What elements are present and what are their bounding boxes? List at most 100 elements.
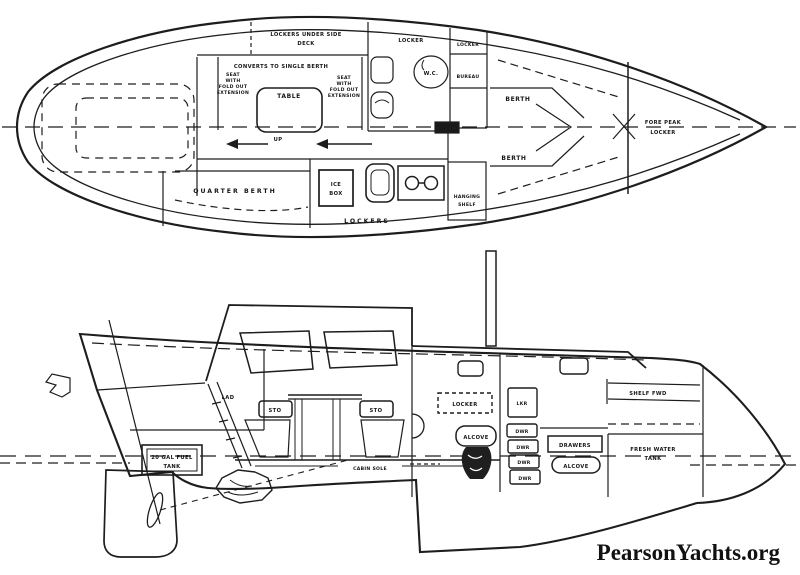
cockpit-sole-line: [96, 382, 206, 391]
label-fuel-tank: 20 GAL FUEL: [151, 455, 193, 461]
plan-labels: LOCKERS UNDER SIDE DECK CONVERTS TO SING…: [193, 32, 681, 225]
stern-fitting: [45, 373, 71, 398]
label-sto-fwd: STO: [370, 408, 383, 414]
companionway-ladder: [207, 381, 252, 469]
label-up: UP: [274, 137, 283, 143]
svg-text:FOLD OUT: FOLD OUT: [219, 84, 248, 90]
arrow-left-icon: [316, 139, 372, 149]
wc-toilet-icon: [413, 55, 449, 89]
label-hanging-shelf: HANGING: [454, 194, 480, 200]
deck-line-dashed: [91, 342, 646, 361]
svg-text:SHELF: SHELF: [458, 202, 476, 208]
label-berth-stbd: BERTH: [505, 96, 530, 103]
fuel-tank: [141, 444, 203, 476]
salon-table: [256, 87, 323, 133]
quarter-berth-area: [174, 199, 309, 212]
plan-bulkheads: [162, 22, 449, 228]
toilet-icon: [461, 447, 492, 479]
profile-view: [0, 250, 798, 558]
ice-box-outline: [318, 169, 354, 207]
svg-text:FOLD OUT: FOLD OUT: [330, 87, 359, 93]
companionway-arrows: [226, 139, 372, 149]
label-wc: W.C.: [424, 71, 439, 77]
port-light-2: [559, 357, 589, 375]
label-lockers-galley: LOCKERS: [344, 218, 390, 225]
svg-text:WITH: WITH: [226, 78, 241, 84]
label-fresh-water-tank: FRESH WATER: [630, 447, 676, 453]
label-seat-stbd: SEAT: [337, 75, 352, 81]
head-compartment: [367, 22, 460, 134]
profile-labels: 20 GAL FUEL TANK LAD STO STO LOCKER ALCO…: [151, 391, 675, 482]
salon-profile: [235, 394, 500, 467]
stove-burners-icon: [397, 165, 445, 201]
label-fwd-locker: LOCKER: [457, 42, 479, 48]
label-dwr-4: DWR: [518, 476, 531, 482]
mast-stub: [485, 250, 497, 347]
svg-text:TANK: TANK: [163, 464, 181, 470]
svg-text:EXTENSION: EXTENSION: [328, 93, 360, 99]
settee-aft: [244, 419, 291, 458]
label-cabin-sole: CABIN SOLE: [353, 466, 387, 472]
label-head-locker-profile: LOCKER: [452, 402, 477, 408]
label-sto-aft: STO: [269, 408, 282, 414]
alcove-box: [455, 425, 497, 447]
label-ice-box: ICE: [331, 182, 342, 188]
window-aft: [239, 330, 314, 374]
engine-icon: [159, 459, 349, 511]
label-table: TABLE: [277, 93, 301, 100]
alcove-fwd-box: [551, 456, 601, 474]
label-lockers-under-side-deck: LOCKERS UNDER SIDE: [270, 32, 341, 38]
hanging-locker-outline: [447, 161, 487, 221]
forepeak-x-mark: [612, 113, 636, 140]
label-berth-port: BERTH: [501, 155, 526, 162]
label-lockers-under-side-deck-2: DECK: [297, 41, 315, 47]
table-leg-1: [294, 398, 303, 461]
svg-text:TANK: TANK: [644, 456, 662, 462]
label-fore-peak: FORE PEAK: [645, 120, 682, 126]
label-ladder: LAD: [222, 395, 235, 401]
port-light-1: [457, 360, 484, 377]
sto-box-aft: [258, 400, 293, 418]
plan-cockpit: [41, 83, 195, 173]
profile-bulkheads: [130, 346, 704, 497]
propeller-icon: [146, 492, 164, 528]
galley-sink-icon: [365, 163, 395, 203]
settee-fwd: [360, 419, 405, 458]
drawer-stack: [506, 387, 541, 485]
galley: [318, 161, 487, 221]
window-fwd: [323, 330, 398, 369]
sto-box-fwd: [359, 400, 394, 418]
label-dwr-1: DWR: [515, 429, 528, 435]
rudder-stock-line: [108, 319, 161, 525]
svg-text:WITH: WITH: [337, 81, 352, 87]
plan-hull-outline: [15, 15, 769, 239]
label-lkr: LKR: [517, 401, 528, 407]
head-sink-profile-icon: [411, 413, 425, 439]
svg-text:LOCKER: LOCKER: [650, 130, 675, 136]
label-quarter-berth: QUARTER BERTH: [193, 188, 277, 195]
label-head-locker: LOCKER: [398, 38, 423, 44]
fresh-water-tank-outline: [607, 433, 703, 497]
pearson-yachts-credit: PearsonYachts.org: [596, 540, 780, 565]
v-berths: [490, 59, 623, 195]
label-shelf-fwd: SHELF FWD: [629, 391, 667, 397]
label-drawers: DRAWERS: [559, 443, 591, 449]
svg-text:BOX: BOX: [329, 191, 342, 197]
head-tray-icon: [370, 56, 394, 84]
profile-hull-outline: [78, 332, 787, 554]
head-sink-icon: [370, 91, 394, 119]
svg-text:EXTENSION: EXTENSION: [217, 90, 249, 96]
table-leg-2: [332, 398, 341, 461]
forepeak: [612, 62, 636, 194]
label-converts-to-single-berth: CONVERTS TO SINGLE BERTH: [234, 64, 328, 70]
label-head-alcove: ALCOVE: [463, 435, 488, 441]
plan-hull-inner-line: [33, 29, 741, 225]
drawers-box: [547, 435, 603, 453]
label-bureau: BUREAU: [457, 74, 480, 80]
cabin-trunk: [205, 250, 647, 382]
rudder: [45, 319, 178, 558]
label-dwr-3: DWR: [517, 460, 530, 466]
label-dwr-2: DWR: [516, 445, 529, 451]
